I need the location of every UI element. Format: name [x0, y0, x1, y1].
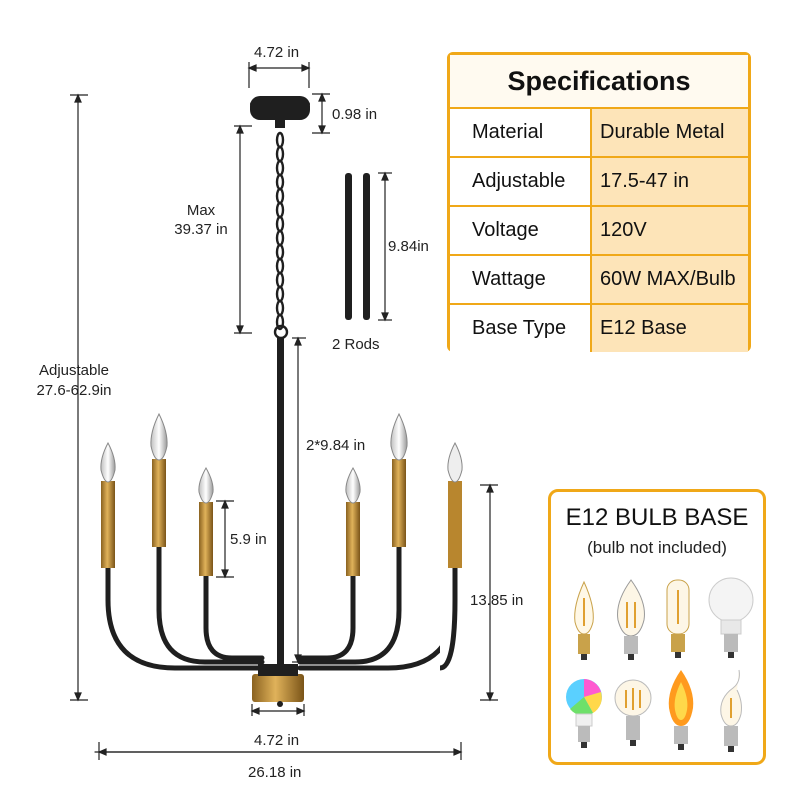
bulb-base-subtitle: (bulb not included) — [587, 538, 727, 557]
spec-label: Wattage — [450, 256, 592, 303]
center-rod — [277, 338, 284, 668]
arms — [105, 542, 440, 671]
spec-value: 17.5-47 in — [592, 158, 748, 205]
canopy — [250, 96, 310, 128]
rod-total-label: 2*9.84 in — [306, 437, 366, 454]
spare-rods — [345, 173, 370, 320]
overall-width-line — [97, 742, 440, 760]
adjustable-label-2: 27.6-62.9in — [36, 382, 112, 399]
spec-label: Adjustable — [450, 158, 592, 205]
candle-filament-bulb-icon — [574, 580, 594, 660]
body-height-label: 13.85 in — [470, 592, 524, 609]
rgb-color-bulb-icon — [566, 679, 602, 748]
spec-row-base-type: Base Type E12 Base — [450, 305, 748, 352]
rods-label: 2 Rods — [332, 336, 380, 353]
spec-value: E12 Base — [592, 305, 748, 352]
candle-bulbs — [100, 412, 408, 504]
max-chain-label-1: Max — [186, 202, 216, 219]
spec-value: 120V — [592, 207, 748, 254]
adjustable-label-1: Adjustable — [38, 362, 110, 379]
spec-row-material: Material Durable Metal — [450, 109, 748, 158]
rod-length-label: 9.84in — [388, 238, 429, 255]
specifications-table: Specifications Material Durable Metal Ad… — [447, 52, 751, 352]
bent-tip-filament-bulb-icon — [720, 669, 742, 752]
torpedo-filament-bulb-icon — [617, 579, 645, 660]
globe-filament-bulb-icon — [614, 679, 652, 746]
spec-row-voltage: Voltage 120V — [450, 207, 748, 256]
spec-label: Base Type — [450, 305, 592, 352]
canopy-height-label: 0.98 in — [332, 106, 378, 123]
spec-row-wattage: Wattage 60W MAX/Bulb — [450, 256, 748, 305]
chandelier-illustration — [70, 62, 440, 753]
specifications-title: Specifications — [450, 55, 748, 109]
candle-height-label: 5.9 in — [230, 531, 267, 548]
spec-value: 60W MAX/Bulb — [592, 256, 748, 303]
right-arm-candle — [440, 441, 463, 671]
overall-width-label: 26.18 in — [248, 764, 302, 781]
chain — [273, 131, 289, 340]
max-chain-label-2: 39.37 in — [174, 221, 228, 238]
spec-label: Material — [450, 109, 592, 156]
flame-effect-bulb-icon — [668, 670, 694, 750]
globe-led-bulb-icon — [708, 577, 754, 658]
spec-row-adjustable: Adjustable 17.5-47 in — [450, 158, 748, 207]
bulb-base-title: E12 BULB BASE — [565, 504, 749, 531]
candle-sleeves — [101, 459, 406, 576]
base-width-label: 4.72 in — [254, 732, 300, 749]
dimension-lines-right — [440, 483, 498, 760]
canopy-width-label: 4.72 in — [254, 44, 300, 61]
bulb-base-panel: E12 BULB BASE (bulb not included) — [548, 489, 766, 765]
spec-label: Voltage — [450, 207, 592, 254]
spec-value: Durable Metal — [592, 109, 748, 156]
tubular-filament-bulb-icon — [666, 579, 690, 658]
brass-body — [252, 664, 304, 707]
